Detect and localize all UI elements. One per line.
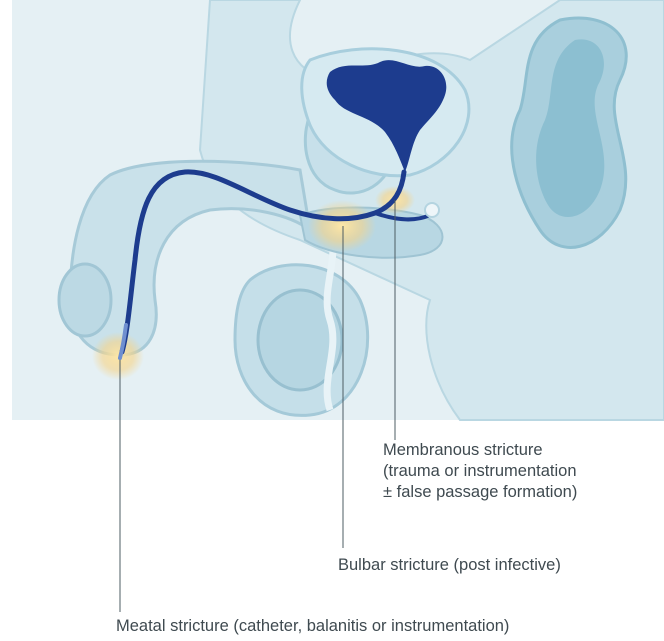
anatomy-illustration <box>12 0 664 420</box>
membranous-stricture-label: Membranous stricture (trauma or instrume… <box>383 440 577 503</box>
membranous-label-line3: ± false passage formation) <box>383 482 577 503</box>
bulbar-stricture-label: Bulbar stricture (post infective) <box>338 555 561 576</box>
cowper-gland <box>425 203 439 217</box>
meatal-stricture-label: Meatal stricture (catheter, balanitis or… <box>116 616 509 637</box>
bulbar-stricture-glow <box>308 200 376 252</box>
meatal-stricture-glow <box>92 332 144 380</box>
glans <box>59 264 111 336</box>
membranous-label-line1: Membranous stricture <box>383 440 577 461</box>
membranous-label-line2: (trauma or instrumentation <box>383 461 577 482</box>
